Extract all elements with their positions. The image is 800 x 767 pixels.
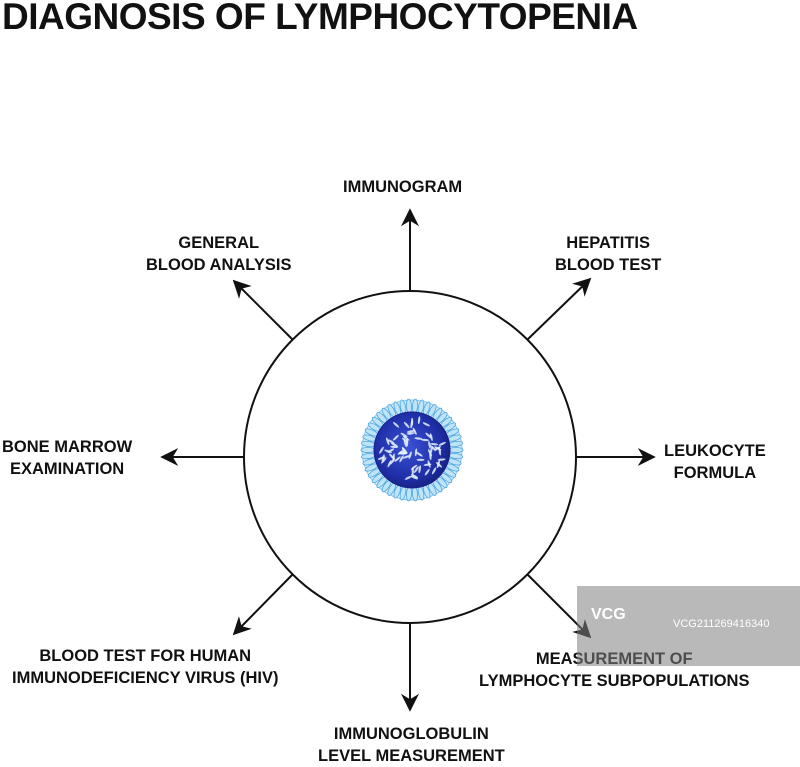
label-hepatitis-blood-test: HEPATITIS BLOOD TEST bbox=[555, 234, 662, 274]
label-immunoglobulin-level: IMMUNOGLOBULIN LEVEL MEASUREMENT bbox=[318, 725, 505, 765]
label-general-blood-analysis: GENERAL BLOOD ANALYSIS bbox=[146, 234, 292, 274]
watermark: VCG VCG211269416340 bbox=[577, 586, 800, 666]
label-hiv-blood-test: BLOOD TEST FOR HUMAN IMMUNODEFICIENCY VI… bbox=[12, 647, 279, 687]
lymphocyte-cell-icon bbox=[360, 398, 464, 502]
arrow-hiv bbox=[232, 573, 294, 636]
arrow-general-blood bbox=[232, 279, 294, 341]
page-title: DIAGNOSIS OF LYMPHOCYTOPENIA bbox=[2, 0, 638, 37]
watermark-id: VCG211269416340 bbox=[673, 618, 770, 630]
label-bone-marrow-examination: BONE MARROW EXAMINATION bbox=[2, 438, 133, 478]
arrow-hepatitis bbox=[526, 277, 592, 341]
watermark-logo: VCG bbox=[591, 606, 626, 623]
label-leukocyte-formula: LEUKOCYTE FORMULA bbox=[664, 442, 766, 482]
label-immunogram: IMMUNOGRAM bbox=[343, 178, 463, 196]
